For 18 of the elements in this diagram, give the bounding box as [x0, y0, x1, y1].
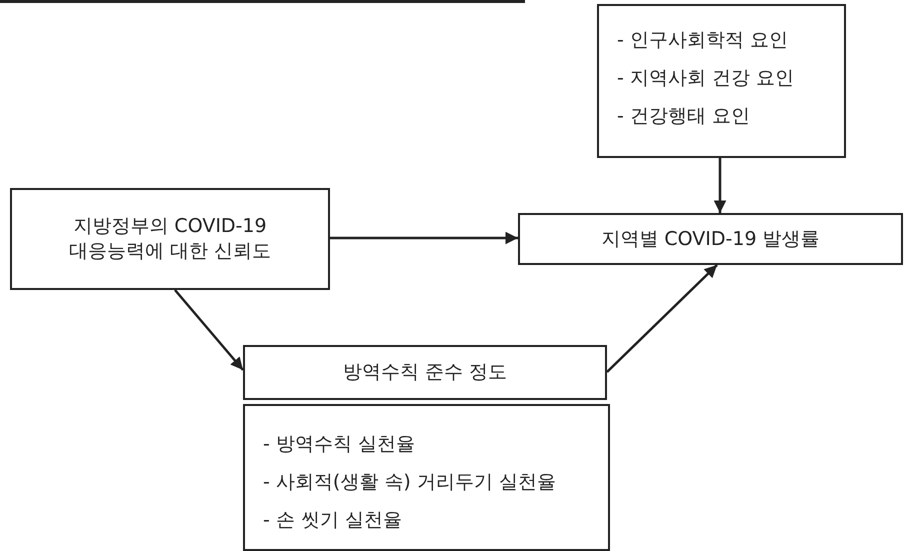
list-item: - 건강행태 요인	[617, 104, 750, 129]
process-box	[518, 213, 903, 265]
arrow	[714, 158, 726, 213]
factor-box	[243, 404, 610, 551]
list-item: - 방역수칙 실천율	[263, 432, 415, 457]
arrow	[606, 264, 718, 373]
list-item: - 사회적(생활 속) 거리두기 실천율	[263, 470, 556, 495]
box-label: 지역별 COVID-19 발생률	[601, 226, 820, 252]
box-label: 방역수칙 준수 정도	[342, 360, 508, 385]
box-label: 지방정부의 COVID-19 대응능력에 대한 신뢰도	[68, 214, 272, 264]
list-item: - 손 씻기 실천율	[263, 508, 402, 533]
list-item: - 인구사회학적 요인	[617, 28, 788, 53]
factor-box	[597, 4, 846, 158]
process-box	[10, 188, 330, 290]
arrow	[174, 289, 244, 371]
arrow	[330, 232, 518, 244]
process-box	[243, 345, 607, 400]
list-item: - 지역사회 건강 요인	[617, 66, 794, 91]
